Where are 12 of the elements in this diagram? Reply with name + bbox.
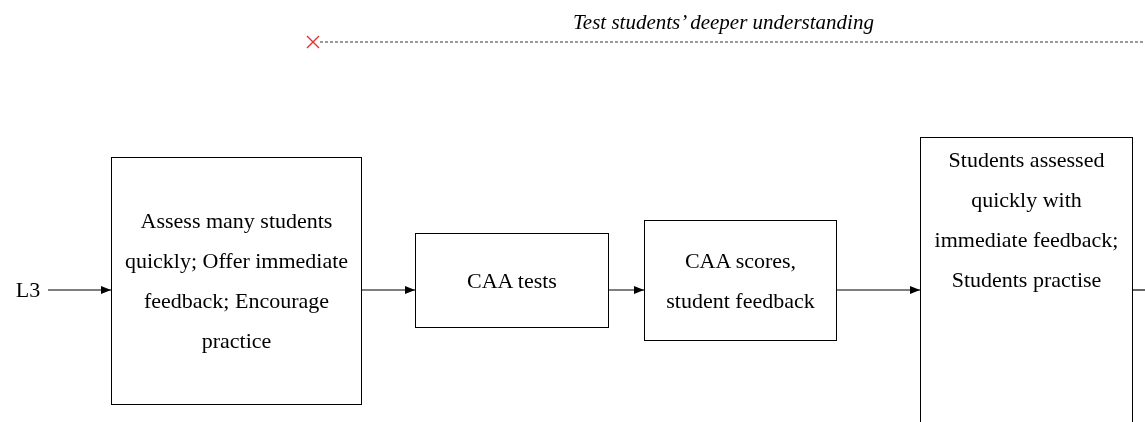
dashed-line — [319, 41, 1145, 43]
start-label: L3 — [8, 272, 48, 308]
cross-mark — [306, 35, 320, 49]
arrow — [361, 286, 416, 294]
edge-label: Test students’ deeper understanding — [573, 10, 874, 34]
arrow — [608, 286, 645, 294]
process-box: CAA tests — [415, 233, 609, 328]
process-box: Assess many students quickly; Offer immediate feedback; Encourage practice — [111, 157, 362, 405]
process-box: CAA scores, student feedback — [644, 220, 837, 341]
arrow — [47, 286, 112, 294]
process-box: Students assessed quickly with immediate feedback; Students practise — [920, 137, 1133, 422]
arrow — [836, 286, 921, 294]
